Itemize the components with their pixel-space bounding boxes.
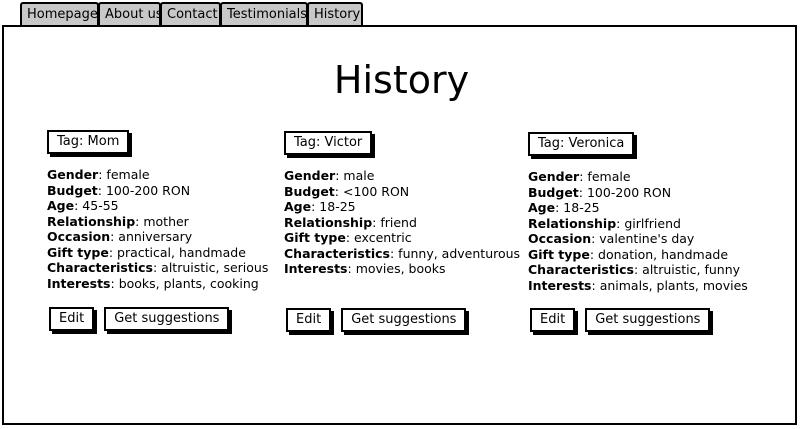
attr-age: Age: 18-25 bbox=[284, 199, 356, 214]
tag-label[interactable]: Tag: Mom bbox=[47, 130, 130, 154]
attr-gift-type: Gift type: practical, handmade bbox=[47, 244, 246, 260]
tag-label[interactable]: Tag: Victor bbox=[284, 131, 373, 155]
get-suggestions-button[interactable]: Get suggestions bbox=[585, 308, 711, 332]
attr-age: Age: 18-25 bbox=[528, 200, 600, 215]
attr-budget: Budget: <100 RON bbox=[284, 183, 410, 199]
attr-relationship: Relationship: mother bbox=[47, 213, 189, 229]
attr-interests: Interests: movies, books bbox=[284, 261, 446, 276]
attr-interests: Interests: books, plants, cooking bbox=[47, 275, 259, 291]
tab-contact[interactable]: Contact bbox=[160, 2, 221, 25]
edit-button[interactable]: Edit bbox=[286, 308, 332, 332]
attribute-list: Gender: female Budget: 100-200 RON Age: … bbox=[528, 169, 763, 293]
tab-about-us[interactable]: About us bbox=[98, 2, 163, 25]
page-title: History bbox=[333, 58, 470, 102]
attr-characteristics: Characteristics: altruistic, funny bbox=[528, 262, 741, 277]
edit-button[interactable]: Edit bbox=[530, 308, 576, 332]
attr-gift-type: Gift type: excentric bbox=[284, 230, 412, 245]
attr-interests: Interests: animals, plants, movies bbox=[528, 277, 748, 293]
attr-gender: Gender: female bbox=[47, 167, 150, 182]
attr-characteristics: Characteristics: altruistic, serious bbox=[47, 260, 269, 275]
attr-gender: Gender: female bbox=[528, 169, 631, 184]
card-actions: Edit Get suggestions bbox=[286, 308, 476, 332]
attr-occasion: Occasion: valentine's day bbox=[528, 231, 695, 246]
tag-label[interactable]: Tag: Veronica bbox=[528, 132, 635, 156]
history-card-veronica: Tag: Veronica Gender: female Budget: 100… bbox=[528, 130, 763, 332]
attr-gender: Gender: male bbox=[284, 168, 375, 183]
tab-homepage[interactable]: Homepage bbox=[20, 2, 99, 25]
attr-budget: Budget: 100-200 RON bbox=[47, 182, 191, 198]
history-card-victor: Tag: Victor Gender: male Budget: <100 RO… bbox=[284, 130, 521, 332]
attribute-list: Gender: female Budget: 100-200 RON Age: … bbox=[47, 167, 282, 291]
content-panel bbox=[2, 25, 797, 425]
attr-gift-type: Gift type: donation, handmade bbox=[528, 246, 729, 262]
attr-characteristics: Characteristics: funny, adventurous bbox=[284, 245, 521, 261]
history-card-mom: Tag: Mom Gender: female Budget: 100-200 … bbox=[47, 130, 282, 331]
tab-testimonials[interactable]: Testimonials bbox=[220, 2, 308, 25]
attr-age: Age: 45-55 bbox=[47, 198, 119, 213]
edit-button[interactable]: Edit bbox=[49, 307, 95, 331]
attribute-list: Gender: male Budget: <100 RON Age: 18-25… bbox=[284, 168, 521, 277]
get-suggestions-button[interactable]: Get suggestions bbox=[104, 307, 230, 331]
attr-relationship: Relationship: girlfriend bbox=[528, 215, 681, 231]
tab-history[interactable]: History bbox=[307, 2, 363, 25]
get-suggestions-button[interactable]: Get suggestions bbox=[341, 308, 467, 332]
attr-relationship: Relationship: friend bbox=[284, 214, 417, 230]
card-actions: Edit Get suggestions bbox=[530, 308, 720, 332]
card-actions: Edit Get suggestions bbox=[49, 307, 239, 331]
attr-occasion: Occasion: anniversary bbox=[47, 229, 193, 244]
attr-budget: Budget: 100-200 RON bbox=[528, 184, 672, 200]
